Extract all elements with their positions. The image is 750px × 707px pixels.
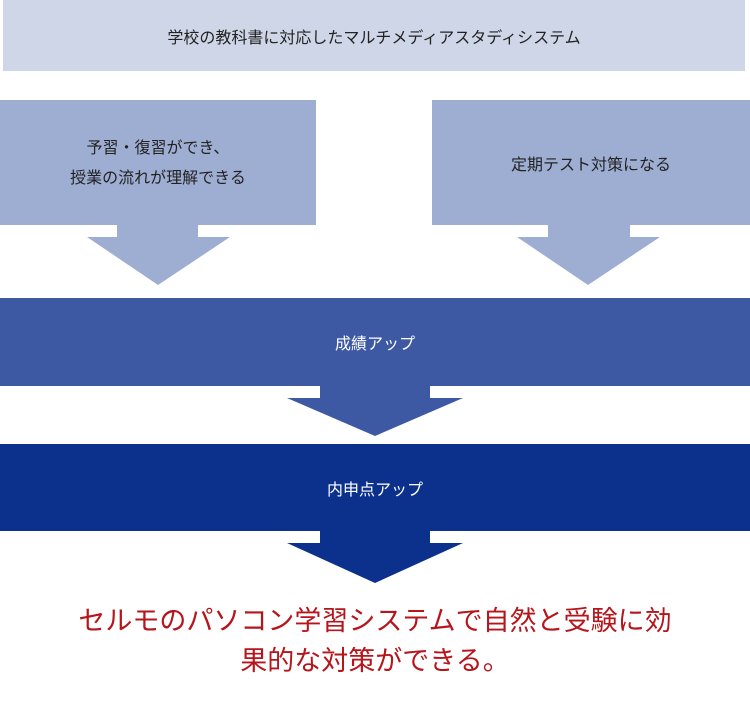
band-report-card-up-text: 内申点アップ xyxy=(326,479,423,499)
right-box-text: 定期テスト対策になる xyxy=(510,154,671,174)
band-grade-up: 成績アップ xyxy=(0,298,750,386)
top-box-text: 学校の教科書に対応したマルチメディアスタディシステム xyxy=(167,27,581,47)
conclusion-line1: セルモのパソコン学習システムで自然と受験に効 xyxy=(78,606,672,637)
left-box-preview-review: 予習・復習ができ、 授業の流れが理解できる xyxy=(0,100,316,225)
band-report-card-up: 内申点アップ xyxy=(0,444,750,531)
right-box-test-prep: 定期テスト対策になる xyxy=(432,100,750,225)
left-box-line2: 授業の流れが理解できる xyxy=(70,167,246,187)
arrow-down-grade-icon xyxy=(287,385,463,436)
conclusion-line2: 果的な対策ができる。 xyxy=(240,646,510,677)
arrow-down-report-icon xyxy=(287,530,463,583)
conclusion-text: セルモのパソコン学習システムで自然と受験に効 果的な対策ができる。 xyxy=(0,602,750,682)
arrow-down-left-icon xyxy=(87,224,230,285)
top-box-multimedia-system: 学校の教科書に対応したマルチメディアスタディシステム xyxy=(3,0,745,71)
band-grade-up-text: 成績アップ xyxy=(334,334,415,353)
left-box-line1: 予習・復習ができ、 xyxy=(86,137,230,157)
arrow-down-right-icon xyxy=(517,224,660,285)
